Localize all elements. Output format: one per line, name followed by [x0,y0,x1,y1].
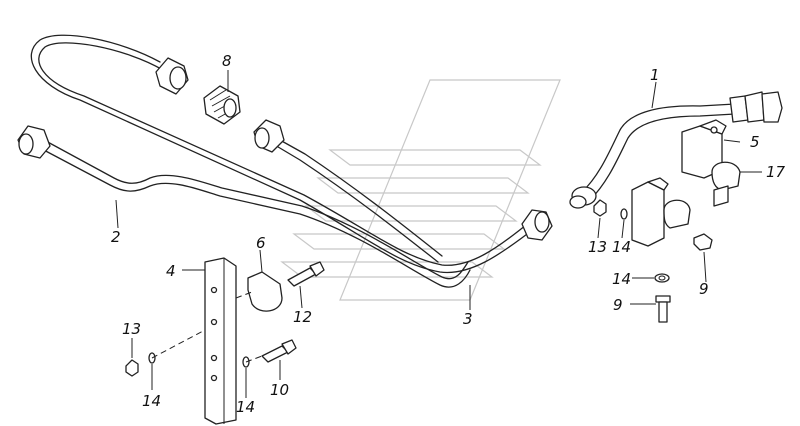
callout-9-lower: 9 [613,296,623,314]
callout-9-upper: 9 [699,280,709,298]
bolt-12 [287,261,325,287]
washer-14-right [620,208,628,220]
callout-10: 10 [270,381,289,399]
callout-13-right: 13 [588,238,607,256]
pipe-3-nut-top [155,57,189,95]
nut-13-right [593,199,607,217]
clamp-17 [711,161,741,207]
pipe-3-nut-right [521,209,553,241]
washer-14-lower-right [654,273,670,283]
adapter-fitting-8 [203,85,241,125]
bracket-lower [631,177,691,247]
callout-17: 17 [766,163,786,181]
callout-13-left: 13 [122,320,141,338]
pipe-3 [30,34,536,274]
callout-4: 4 [166,262,176,280]
leader-lines [115,70,762,398]
bracket-bar-4 [204,257,237,425]
callout-8: 8 [222,52,232,70]
callout-2: 2 [111,228,121,246]
pipe-3-nut-middle [253,119,285,153]
clip-6 [247,271,283,312]
callout-1: 1 [650,66,660,84]
bolt-10 [261,339,297,363]
callout-12: 12 [293,308,312,326]
hose-1 [569,91,783,209]
callout-6: 6 [256,234,266,252]
bracket-5 [681,119,727,179]
callouts: 1 2 3 4 5 6 8 9 9 10 12 13 13 14 14 14 1… [111,52,786,416]
callout-3: 3 [463,310,473,328]
callout-14-right-upper: 14 [612,238,631,256]
pipe-2-nut [17,125,51,159]
callout-14-left: 14 [142,392,161,410]
bolt-9-upper [693,233,713,251]
assembly-lines [151,291,263,363]
bolt-9-lower [655,295,671,323]
callout-14-right-lower: 14 [612,270,631,288]
callout-14-middle: 14 [236,398,255,416]
callout-5: 5 [750,133,760,151]
nut-13-left [125,359,139,377]
pipe-2 [39,139,471,288]
